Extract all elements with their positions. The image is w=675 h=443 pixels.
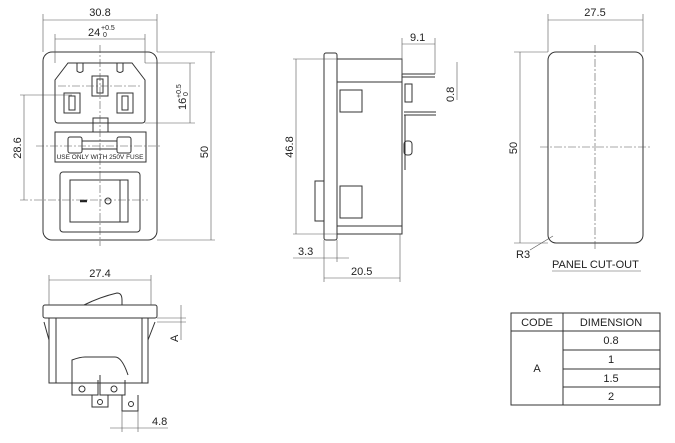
dim-cutout-height: 50 — [508, 142, 520, 154]
panel-cutout-view: 27.5 50 R3 PANEL CUT-OUT — [508, 7, 650, 272]
table-cell-value: 1.5 — [603, 373, 618, 385]
terminals — [402, 73, 436, 116]
tol-lower: 0 — [183, 92, 190, 96]
dim-flange-thickness: 3.3 — [298, 246, 313, 258]
rocker-switch — [69, 179, 129, 223]
bottom-view: 27.4 A 4.8 — [42, 268, 186, 432]
dim-inlet-height: 16 — [177, 98, 189, 110]
dim-corner-radius: R3 — [516, 249, 530, 261]
dim-code-a: A — [169, 334, 181, 342]
cutout-outline — [547, 51, 644, 244]
side-body — [336, 58, 403, 235]
bottom-body — [48, 317, 149, 384]
dim-depth: 20.5 — [351, 266, 372, 278]
table-cell-value: 2 — [608, 391, 614, 403]
table-header-dimension: DIMENSION — [580, 317, 642, 329]
table-cell-code: A — [533, 363, 541, 375]
bottom-flange — [42, 304, 158, 319]
side-flange — [323, 52, 338, 241]
rocker-top — [83, 292, 123, 306]
dim-center-distance: 28.6 — [12, 137, 24, 158]
panel-cutout-title: PANEL CUT-OUT — [552, 259, 639, 271]
tol-upper: +0.5 — [101, 25, 115, 32]
dim-side-height: 46.8 — [284, 136, 296, 157]
off-symbol — [104, 197, 112, 205]
side-latch-bottom — [339, 185, 363, 219]
dimension-table: CODE DIMENSION A 0.8 1 1.5 2 — [510, 312, 661, 406]
table-header-code: CODE — [521, 317, 553, 329]
side-view: 9.1 0.8 46.8 3.3 20.5 — [284, 32, 458, 282]
dim-overall-height: 50 — [199, 146, 211, 158]
dim-inlet-width: 24 — [88, 27, 100, 39]
dim-cutout-width: 27.5 — [584, 7, 605, 19]
table-cell-value: 1 — [608, 354, 614, 366]
front-view: USE ONLY WITH 250V FUSE 30.8 24 +0.5 0 1… — [12, 7, 215, 246]
dim-terminal-thickness: 0.8 — [445, 87, 457, 102]
dim-terminal-pitch: 4.8 — [152, 416, 167, 428]
live-pin-slot — [63, 92, 81, 114]
terminal-block — [71, 356, 129, 376]
tol-lower: 0 — [103, 32, 107, 39]
inlet-cavity — [54, 62, 146, 124]
fuse-warning-label: USE ONLY WITH 250V FUSE — [57, 154, 144, 161]
dim-overall-width: 30.8 — [89, 7, 110, 19]
dim-bottom-width: 27.4 — [89, 268, 110, 280]
tol-upper: +0.5 — [176, 84, 183, 98]
neutral-pin-slot — [116, 92, 134, 114]
side-rocker — [314, 180, 325, 222]
fuse-holder — [54, 131, 147, 163]
inlet-keys — [76, 63, 124, 73]
terminals — [71, 375, 139, 412]
side-latch-top — [339, 89, 363, 113]
table-cell-value: 0.8 — [603, 335, 618, 347]
dim-terminal-length: 9.1 — [410, 32, 425, 44]
